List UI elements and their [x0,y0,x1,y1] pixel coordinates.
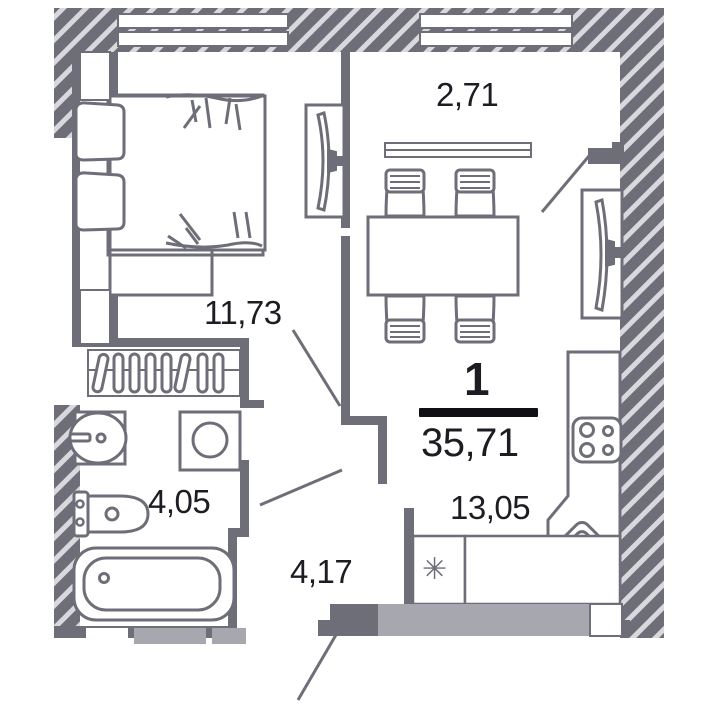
wall-stub [404,508,414,536]
area-label-living-room: 11,73 [204,294,282,331]
window-top-right [419,13,573,47]
chair [384,168,426,218]
area-label-balcony-top: 2,71 [436,76,499,113]
cooktop [571,416,623,464]
balcony-bottom [378,603,623,637]
area-label-bathroom: 4,05 [148,483,211,520]
towel-radiator [87,349,241,397]
bathtub [72,546,236,622]
dining-table [366,215,520,297]
utility-riser-box [411,534,622,606]
pillow [74,171,126,232]
chair [454,294,496,344]
double-bed [106,93,267,297]
wall-niche [79,51,111,345]
chair [384,294,426,344]
balcony-top [352,52,612,158]
wall-tv [580,188,624,320]
area-label-hall: 4,17 [290,553,353,590]
wall-tv [304,103,346,219]
total-area-value: 35,71 [421,421,519,465]
window-top-left [117,13,289,47]
leader-lines [259,149,596,701]
rooms-count-badge: 1 [464,353,490,405]
washing-machine [178,410,242,472]
chair [454,168,496,218]
washbasin [68,410,128,466]
floor-panel-strip [86,628,246,644]
area-label-kitchen: 13,05 [450,489,531,526]
utility-riser-marker: ✳ [422,553,447,586]
total-area-divider [419,408,538,417]
toilet [72,490,150,538]
pillow [74,101,126,162]
